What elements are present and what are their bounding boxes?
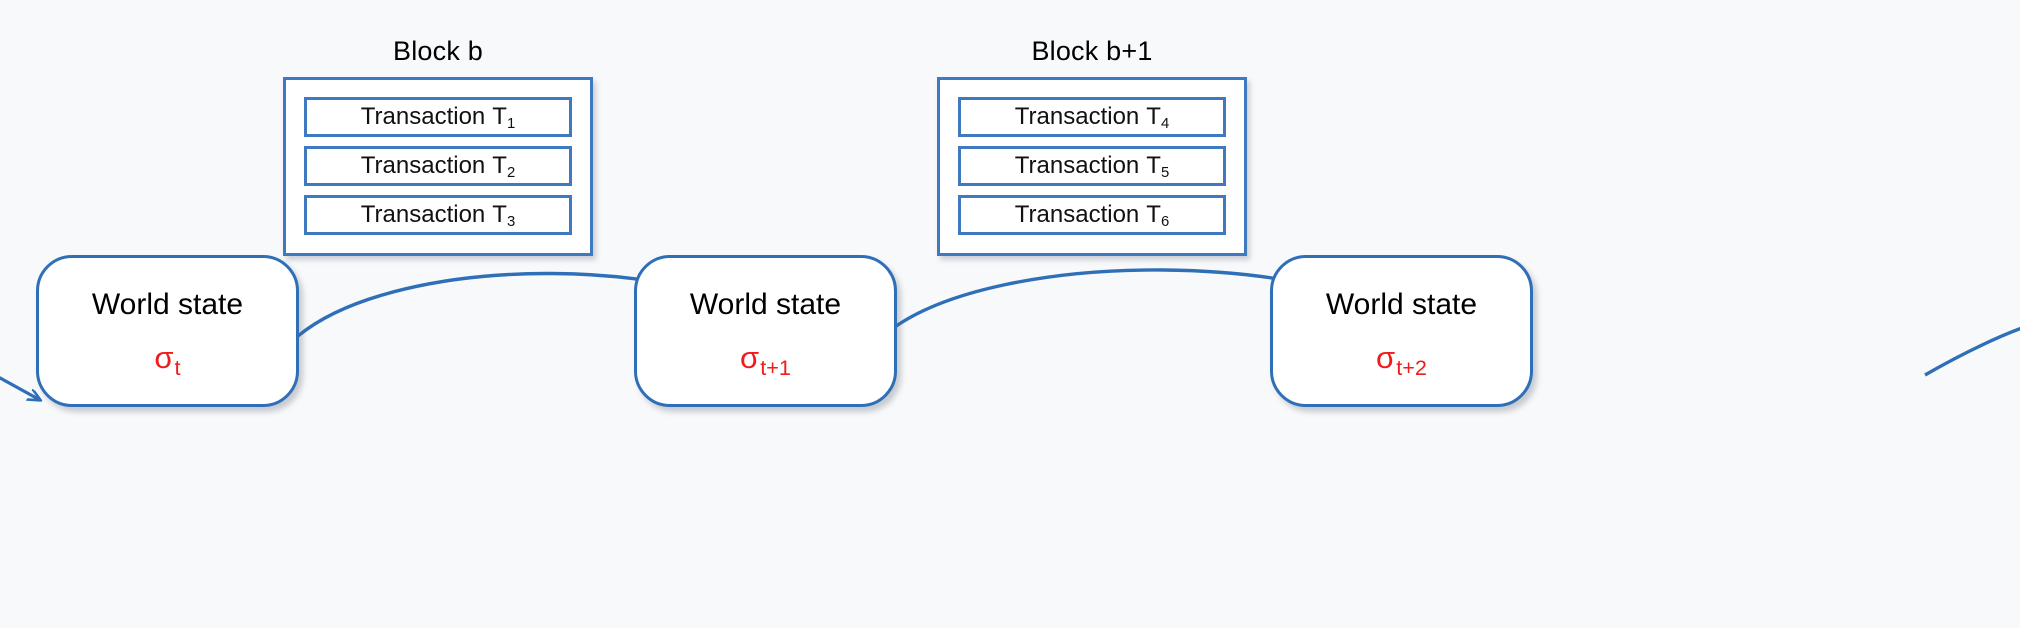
transaction-text: Transaction xyxy=(360,103,486,130)
transaction-text: Transaction xyxy=(1014,103,1140,130)
sigma-subscript: t+1 xyxy=(760,354,791,380)
transaction-symbol: T xyxy=(492,201,507,228)
world-state-sigma: σt+2 xyxy=(1376,339,1427,379)
world-state-title: World state xyxy=(91,287,244,321)
transaction-symbol: T xyxy=(1146,103,1161,130)
transaction-text: Transaction xyxy=(1014,152,1140,179)
incoming-arrow-from-left xyxy=(0,376,40,400)
block-title-b: Block b xyxy=(393,36,483,66)
transaction-index: 3 xyxy=(506,214,516,231)
transaction-text: Transaction xyxy=(1014,201,1140,228)
world-state-title: World state xyxy=(689,287,842,321)
sigma-subscript: t+2 xyxy=(1396,354,1427,380)
transaction-index: 2 xyxy=(506,165,516,182)
transaction-text: Transaction xyxy=(360,201,486,228)
transaction-index: 5 xyxy=(1160,165,1170,182)
world-state-sigma: σt+1 xyxy=(740,339,791,379)
transaction-index: 6 xyxy=(1160,214,1170,231)
transaction-symbol: T xyxy=(1146,201,1161,228)
transaction-index: 4 xyxy=(1160,116,1170,133)
sigma-symbol: σ xyxy=(1376,339,1396,375)
sigma-symbol: σ xyxy=(154,339,174,375)
transaction-index: 1 xyxy=(506,116,516,133)
world-state-node-t[interactable]: World state σt xyxy=(36,255,299,407)
transaction-symbol: T xyxy=(1146,152,1161,179)
sigma-subscript: t xyxy=(174,354,181,380)
block-title-b-plus-1: Block b+1 xyxy=(1031,36,1153,66)
world-state-node-t-plus-1[interactable]: World state σt+1 xyxy=(634,255,897,407)
sigma-symbol: σ xyxy=(740,339,760,375)
transaction-text: Transaction xyxy=(360,152,486,179)
world-state-node-t-plus-2[interactable]: World state σt+2 xyxy=(1270,255,1533,407)
world-state-sigma: σt xyxy=(154,339,180,379)
transaction-symbol: T xyxy=(492,103,507,130)
transaction-symbol: T xyxy=(492,152,507,179)
outgoing-arc-to-right xyxy=(1924,326,2020,377)
world-state-title: World state xyxy=(1325,287,1478,321)
